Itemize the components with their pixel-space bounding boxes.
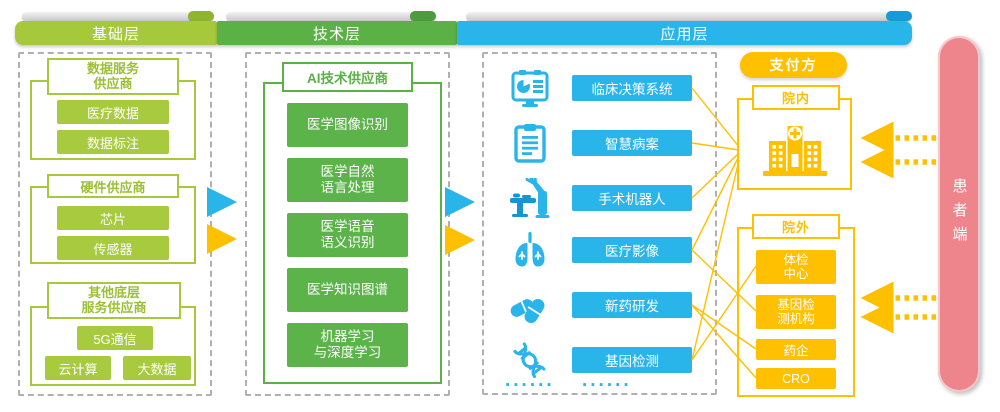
- item-cloud-computing: 云计算: [45, 356, 111, 380]
- ribbon-strip-application: [466, 12, 890, 21]
- layer-header-application: 应用层: [457, 21, 912, 45]
- medical-record-clipboard-icon: [511, 123, 549, 163]
- item-big-data-label: 大数据: [137, 361, 177, 377]
- item-medical-data: 医疗数据: [57, 100, 169, 124]
- payer-item-gene-testing-org-label: 基因检 测机构: [777, 297, 815, 326]
- tech-item-nlp-label: 医学自然 语言处理: [320, 164, 375, 195]
- tech-item-speech-semantics-label: 医学语音 语义识别: [320, 219, 375, 250]
- lungs-icon: [510, 230, 550, 270]
- tech-item-nlp: 医学自然 语言处理: [287, 158, 408, 202]
- app-icons-ellipsis: ......: [505, 371, 555, 390]
- other-service-group-title: 其他底层 服务供应商: [47, 282, 181, 319]
- patient-side-bar-label: 患者端: [950, 178, 968, 250]
- app-item-medical-imaging: 医疗影像: [572, 237, 692, 263]
- ribbon-fold-foundation: [188, 11, 214, 21]
- hardware-group-title-label: 硬件供应商: [80, 179, 146, 195]
- item-5g-label: 5G通信: [93, 331, 137, 347]
- app-item-smart-records-label: 智慧病案: [605, 137, 659, 152]
- payer-item-pharma: 药企: [756, 339, 836, 360]
- in-hospital-title-label: 院内: [781, 91, 810, 106]
- payer-pill-label: 支付方: [769, 57, 818, 73]
- ribbon-fold-application: [886, 11, 912, 21]
- item-sensor: 传感器: [57, 236, 169, 260]
- app-item-surgical-robot: 手术机器人: [572, 185, 692, 211]
- item-sensor-label: 传感器: [93, 241, 133, 257]
- foundation-to-technology-arrows: [207, 187, 237, 254]
- item-chip: 芯片: [57, 206, 169, 230]
- in-hospital-title: 院内: [752, 85, 840, 110]
- app-item-smart-records: 智慧病案: [572, 130, 692, 156]
- app-labels-ellipsis-text: ......: [582, 370, 632, 391]
- technology-container: [245, 52, 450, 396]
- app-item-clinical-decision-label: 临床决策系统: [591, 82, 673, 97]
- ribbon-strip-technology: [226, 12, 422, 21]
- payer-item-exam-center-label: 体检 中心: [783, 252, 809, 281]
- item-medical-data-label: 医疗数据: [86, 105, 139, 121]
- app-item-medical-imaging-label: 医疗影像: [605, 244, 659, 259]
- tech-item-image-recognition: 医学图像识别: [287, 103, 408, 147]
- item-data-annotation: 数据标注: [57, 130, 169, 154]
- item-5g: 5G通信: [77, 326, 153, 350]
- patient-side-bar: 患者端: [938, 36, 980, 392]
- app-item-clinical-decision: 临床决策系统: [572, 75, 692, 101]
- payer-item-pharma-label: 药企: [783, 344, 809, 358]
- data-service-group-title: 数据服务 供应商: [47, 58, 179, 95]
- hardware-group-title: 硬件供应商: [47, 174, 179, 198]
- other-service-group-title-label: 其他底层 服务供应商: [81, 284, 147, 315]
- layer-header-technology: 技术层: [217, 21, 457, 45]
- app-item-surgical-robot-label: 手术机器人: [598, 192, 666, 207]
- item-big-data: 大数据: [123, 356, 191, 380]
- hospital-building-icon: [762, 118, 828, 178]
- technology-to-application-arrows: [445, 187, 475, 255]
- capsule-pills-icon: [508, 286, 552, 326]
- app-item-drug-development-label: 新药研发: [605, 299, 659, 314]
- tech-item-machine-learning-label: 机器学习 与深度学习: [313, 329, 382, 360]
- dna-helix-icon: [509, 340, 551, 382]
- layer-header-technology-label: 技术层: [312, 25, 361, 43]
- tech-item-machine-learning: 机器学习 与深度学习: [287, 323, 408, 367]
- out-hospital-title-label: 院外: [781, 220, 810, 235]
- ai-provider-title: AI技术供应商: [282, 62, 413, 92]
- app-item-gene-testing-label: 基因检测: [605, 354, 659, 369]
- tech-item-knowledge-graph-label: 医学知识图谱: [307, 282, 388, 298]
- patient-to-payer-arrows: [860, 121, 936, 334]
- tech-item-image-recognition-label: 医学图像识别: [307, 117, 388, 133]
- ribbon-fold-technology: [410, 11, 436, 21]
- app-labels-ellipsis: ......: [582, 371, 632, 390]
- out-hospital-title: 院外: [752, 214, 840, 239]
- payer-item-exam-center: 体检 中心: [756, 250, 836, 284]
- tech-item-speech-semantics: 医学语音 语义识别: [287, 213, 408, 257]
- item-cloud-computing-label: 云计算: [58, 361, 98, 377]
- payer-pill: 支付方: [740, 52, 847, 78]
- clinical-decision-screen-icon: [510, 68, 550, 108]
- layer-header-foundation: 基础层: [15, 21, 217, 45]
- ai-provider-title-label: AI技术供应商: [307, 71, 388, 86]
- app-item-gene-testing: 基因检测: [572, 347, 692, 373]
- item-data-annotation-label: 数据标注: [86, 135, 139, 151]
- tech-item-knowledge-graph: 医学知识图谱: [287, 268, 408, 312]
- payer-item-cro: CRO: [756, 368, 836, 389]
- app-item-drug-development: 新药研发: [572, 292, 692, 318]
- surgical-robot-icon: [508, 175, 552, 220]
- data-service-group-title-label: 数据服务 供应商: [86, 60, 139, 91]
- app-icons-ellipsis-text: ......: [505, 370, 555, 391]
- payer-item-gene-testing-org: 基因检 测机构: [756, 295, 836, 329]
- layer-header-foundation-label: 基础层: [91, 25, 140, 43]
- ribbon-strip-foundation: [22, 12, 200, 21]
- item-chip-label: 芯片: [99, 211, 126, 227]
- payer-item-cro-label: CRO: [782, 371, 810, 386]
- layer-header-application-label: 应用层: [660, 25, 709, 43]
